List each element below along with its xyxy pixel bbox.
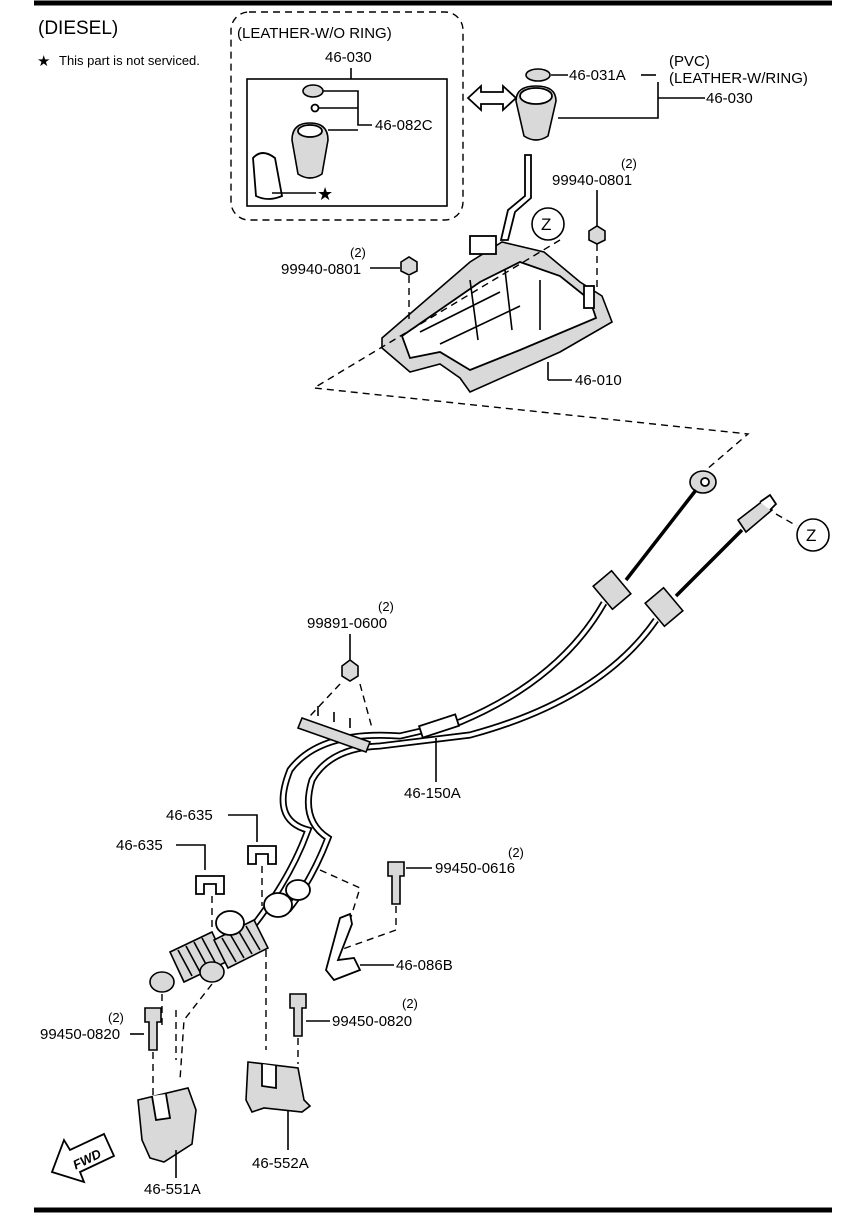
shifter-gate [469,235,497,255]
shifter-base-rails [419,269,541,345]
nut-top-right-label: 99940-0801 [552,172,632,189]
shifter-base-assy: 46-010 [381,235,622,393]
nut-top-right-icon [588,225,606,245]
cable-assy-label: 46-150A [404,785,461,802]
view-z-ref-right: Z [806,526,816,545]
knob-top [519,87,553,105]
bolt-bracket-qty: (2) [508,845,524,860]
bracket-left-icon [137,1087,197,1163]
nut-top-left-label: 99940-0801 [281,261,361,278]
shifter-stud [583,285,595,309]
view-z-ref-top-circle [531,207,565,241]
clip-lower-icon [195,875,225,895]
bracket-right-label: 46-552A [252,1155,309,1172]
inset-knob-label: 46-030 [325,49,372,66]
cable-sleeve-1 [417,713,461,739]
bolt-mid-qty: (2) [402,996,418,1011]
not-serviced-note: This part is not serviced. [59,53,200,68]
bracket-right-icon [245,1061,312,1113]
cable-connector-icon [736,498,774,534]
top-guide-lines [311,239,750,471]
inset-ring-leader [319,90,372,131]
bolt-left-qty: (2) [108,1010,124,1025]
bracket-left-slot [151,1093,172,1122]
inset-title: (LEATHER-W/O RING) [237,25,392,42]
bolt-left-icon [144,1007,162,1051]
cable-end-left-icon [149,971,175,993]
bolt-bracket-icon [387,861,405,905]
knob-part-label: 46-030 [706,90,753,107]
nut-cable-guide [309,683,373,729]
bolt-bracket-label: 99450-0616 [435,860,515,877]
knob-leader [558,82,659,119]
nut-cable-qty: (2) [378,599,394,614]
cable-boot-left-ribs [177,937,217,977]
bracket-right-slot [261,1064,277,1090]
cable-lower-inner [286,618,658,912]
bracket-small-label: 46-086B [396,957,453,974]
cable-connector-tip [759,493,778,511]
knob-variant: 46-031A (PVC) (LEATHER-W/RING) 46-030 [515,53,808,141]
diagram-title: (DIESEL) [38,18,118,39]
clip-upper-leader [228,814,258,842]
inset-dashed-frame [230,11,464,221]
inset-leather-wo-ring: (LEATHER-W/O RING) 46-030 46-082C ★ [230,11,464,221]
inset-ring-icon [310,103,320,113]
inset-inner-frame [246,78,448,207]
view-z-ref-right-circle [796,518,830,552]
shifter-base-label: 46-010 [575,372,622,389]
cable-bushing-3 [285,879,311,901]
cable-fitting-upper [592,569,632,611]
inset-cap-icon [302,84,324,98]
cable-end-right-icon [199,961,225,983]
bolt-mid-label: 99450-0820 [332,1013,412,1030]
nut-cable-label: 99891-0600 [307,615,387,632]
cable-fitting-lower [644,586,684,628]
inset-ring-label: 46-082C [375,117,433,134]
interchange-arrow-icon [466,83,518,113]
cable-eyelet-hole [700,477,710,487]
clip-upper-icon [247,845,277,865]
bracket-small-icon [325,912,362,982]
knob-material-1: (PVC) [669,53,710,70]
inset-knob-top [297,124,323,138]
cable-bushing-2 [263,892,293,918]
bolt-bracket-guide [319,869,397,951]
cable-boot-right-ribs [221,925,261,963]
cable-upper-inner [248,602,606,932]
cable-rod-upper [624,488,698,582]
cable-mount-plate-icon [296,716,372,754]
fwd-arrow-icon: FWD [50,1132,116,1184]
nut-top-left-icon [400,256,418,276]
view-z-ref-top: Z [541,215,551,234]
cable-bushing-1 [215,910,245,936]
star-icon: ★ [37,53,50,70]
clip-upper-label: 46-635 [166,807,213,824]
knob-cap-icon [525,68,551,82]
cable-mount-studs [317,706,351,728]
inset-knob-icon [291,122,329,179]
nut-top-left-qty: (2) [350,245,366,260]
cable-assembly: 46-150A [149,470,778,993]
nut-cable-icon [341,659,359,682]
nut-top-right-qty: (2) [621,156,637,171]
inset-star-icon: ★ [317,184,333,204]
view-z-ref-right-leader [775,513,798,527]
cable-rod-lower [674,528,744,598]
bolt-mid-icon [289,993,307,1037]
shift-lever-rod [499,154,532,241]
knob-material-2: (LEATHER-W/RING) [669,70,808,87]
cable-end-guides [161,950,267,1081]
bolt-left-label: 99450-0820 [40,1026,120,1043]
clip-lower-leader [176,844,206,870]
clip-lower-label: 46-635 [116,837,163,854]
inset-boot-icon [252,152,284,200]
bracket-left-label: 46-551A [144,1181,201,1198]
knob-cap-label: 46-031A [569,67,626,84]
